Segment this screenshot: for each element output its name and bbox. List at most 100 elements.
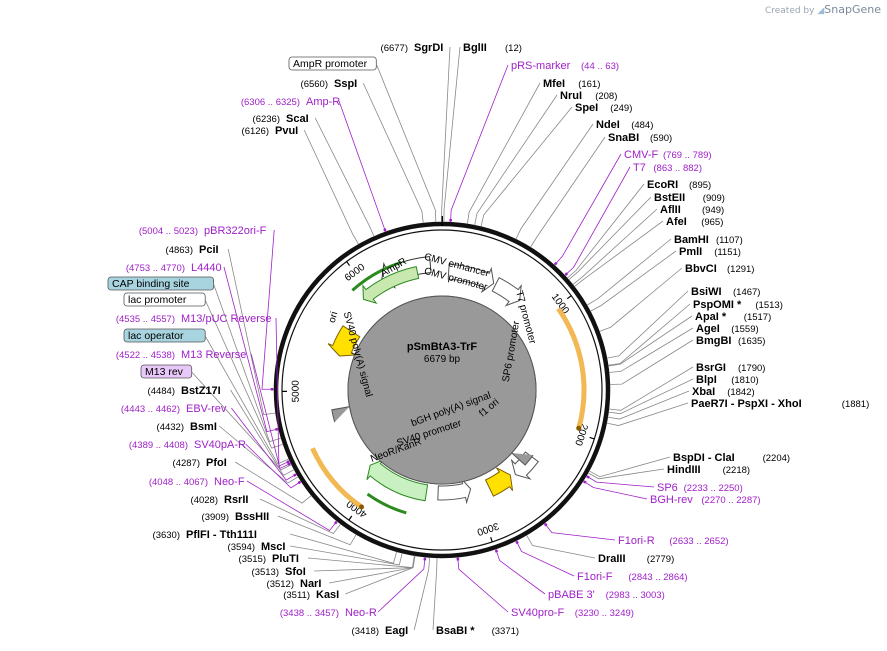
label-bsmi[interactable]: (4432)BsmI <box>157 421 299 484</box>
leader-line <box>432 557 438 631</box>
orf-arc[interactable] <box>310 447 363 510</box>
leader-line <box>245 443 302 489</box>
leader-line <box>345 555 416 595</box>
label-lac-promoter[interactable]: lac promoter <box>123 292 284 449</box>
leader-line <box>223 266 279 433</box>
label-name: pBR322ori-F <box>204 225 267 237</box>
label-bamhi[interactable]: BamHI(1107) <box>586 234 743 306</box>
label-agei[interactable]: AgeI(1559) <box>609 323 759 373</box>
label-blpi[interactable]: BlpI(1810) <box>608 374 759 415</box>
label-pspomi[interactable]: PspOMI *(1513) <box>608 299 783 366</box>
label-name: EBV-rev <box>186 403 227 415</box>
feature-label-box <box>288 56 377 71</box>
label-nrui[interactable]: NruI(208) <box>474 90 618 226</box>
label-pcii[interactable]: (4863)PciI <box>166 244 276 416</box>
leader-line <box>307 555 415 568</box>
label-sspi[interactable]: (6560)SspI <box>301 78 424 224</box>
label-pmli[interactable]: PmlI(1151) <box>590 246 741 312</box>
label-scai[interactable]: (6236)ScaI <box>253 113 375 237</box>
label-draiii[interactable]: DraIII(2779) <box>526 534 675 565</box>
label-snabi[interactable]: SnaBI(590) <box>530 132 673 248</box>
label-aflii[interactable]: AflII(949) <box>572 204 724 285</box>
label-amp-r[interactable]: (6306 .. 6325)Amp-R <box>241 96 387 232</box>
label-sv40pro-f[interactable]: SV40pro-F(3230 .. 3249) <box>456 557 634 619</box>
label-bgh-rev[interactable]: BGH-rev(2270 .. 2287) <box>583 480 761 506</box>
label-pfoi[interactable]: (4287)PfoI <box>173 457 312 504</box>
label-position: (2779) <box>647 554 674 565</box>
label-m13-puc-reverse[interactable]: (4535 .. 4557)M13/pUC Reverse <box>116 313 290 467</box>
label-position: (1291) <box>727 264 754 275</box>
label-ebv-rev[interactable]: (4443 .. 4462)EBV-rev <box>121 403 297 481</box>
label-sv40pa-r[interactable]: (4389 .. 4408)SV40pA-R <box>129 439 302 489</box>
label-name: BGH-rev <box>650 494 693 506</box>
label-bglii[interactable]: BglII(12) <box>443 42 522 223</box>
label-f1ori-r[interactable]: F1ori-R(2633 .. 2652) <box>543 522 729 547</box>
label-t7[interactable]: T7(863 .. 882) <box>564 162 702 276</box>
label-name: CMV-F <box>624 149 659 161</box>
leader-line <box>275 317 290 467</box>
label-position: (3371) <box>492 626 519 637</box>
label-pbabe3[interactable]: pBABE 3'(2983 .. 3003) <box>494 549 665 601</box>
label-f1ori-f[interactable]: F1ori-F(2843 .. 2864) <box>515 540 688 583</box>
sv40-polya-block[interactable] <box>331 295 537 485</box>
label-plutI[interactable]: (3515)PluTI <box>239 553 415 568</box>
cmv-enhancer-feature[interactable] <box>447 263 495 294</box>
label-paer7i[interactable]: PaeR7I - PspXI - XhoI(1881) <box>606 398 870 426</box>
label-sp6[interactable]: SP6(2233 .. 2250) <box>586 475 743 494</box>
label-l4440[interactable]: (4753 .. 4770)L4440 <box>126 262 279 433</box>
label-name: ApaI * <box>695 311 727 323</box>
label-name: BsmI <box>190 421 217 433</box>
leader-line <box>608 366 694 411</box>
label-spei[interactable]: SpeI(249) <box>480 102 632 227</box>
label-kasi[interactable]: (3511)KasI <box>283 555 416 601</box>
label-bbvci[interactable]: BbvCI(1291) <box>599 263 754 332</box>
feature-direction-arc <box>351 260 402 292</box>
label-position: (2843 .. 2864) <box>628 572 687 583</box>
label-position: (6677) <box>381 43 408 54</box>
label-name: MfeI <box>543 78 565 90</box>
leader-line <box>230 389 295 476</box>
label-apai[interactable]: ApaI *(1517) <box>608 311 771 367</box>
label-bspdi[interactable]: BspDI - ClaI(2204) <box>589 452 790 478</box>
label-lac-operator[interactable]: lac operator <box>123 328 289 465</box>
label-cap-binding-site[interactable]: CAP binding site <box>107 276 282 443</box>
label-bstz17i[interactable]: (4484)BstZ17I <box>148 385 295 476</box>
orf-arc[interactable] <box>556 307 587 429</box>
label-neo-r[interactable]: (3438 .. 3457)Neo-R <box>280 557 427 619</box>
label-afei[interactable]: AfeI(965) <box>574 216 723 287</box>
leader-line <box>589 456 671 478</box>
label-xbai[interactable]: XbaI(1842) <box>607 386 755 420</box>
label-bmgbi[interactable]: BmgBI(1635) <box>609 335 766 385</box>
label-prs-marker[interactable]: pRS-marker(44 .. 63) <box>449 60 619 223</box>
ori-feature[interactable] <box>327 325 361 357</box>
label-name: L4440 <box>191 262 222 274</box>
label-position: (1810) <box>731 375 758 386</box>
label-hindiii[interactable]: HindIII(2218) <box>587 464 750 480</box>
ampr-feature[interactable] <box>362 266 420 305</box>
label-bsshii[interactable]: (3909)BssHII <box>202 511 357 546</box>
label-bsabi[interactable]: BsaBI *(3371) <box>432 557 519 637</box>
label-ampr-promoter[interactable]: AmpR promoter <box>288 56 437 223</box>
label-pbr322ori-f[interactable]: (5004 .. 5023)pBR322ori-F <box>139 225 275 391</box>
label-rsrii[interactable]: (4028)RsrII <box>191 494 341 535</box>
leader-line <box>213 283 282 443</box>
label-ecori[interactable]: EcoRI(895) <box>567 179 711 279</box>
label-bsiwi[interactable]: BsiWI(1467) <box>606 286 761 359</box>
label-sgrdi[interactable]: (6677)SgrDI <box>381 42 451 223</box>
label-bsrgi[interactable]: BsrGI(1790) <box>608 362 766 411</box>
label-pvui[interactable]: (6126)PvuI <box>242 125 359 245</box>
label-cmv-f[interactable]: CMV-F(769 .. 789) <box>553 149 712 266</box>
label-ndei[interactable]: NdeI(484) <box>515 119 654 240</box>
label-bsteii[interactable]: BstEII(909) <box>568 192 725 281</box>
label-pflfi[interactable]: (3630)PflFI - Tth111I <box>153 529 398 564</box>
label-msci[interactable]: (3594)MscI <box>228 541 403 566</box>
label-eagi[interactable]: (3418)EagI <box>352 557 431 637</box>
label-m13-rev[interactable]: M13 rev <box>140 364 292 471</box>
label-neo-f[interactable]: (4048 .. 4067)Neo-F <box>149 476 338 532</box>
label-m13-reverse[interactable]: (4522 .. 4538)M13 Reverse <box>116 349 291 470</box>
neor-kanr-feature[interactable] <box>366 459 429 502</box>
f1-ori-feature[interactable] <box>484 467 514 497</box>
cmv-promoter-feature[interactable] <box>491 277 522 307</box>
label-name: M13 Reverse <box>181 349 246 361</box>
label-mfei[interactable]: MfeI(161) <box>466 78 600 224</box>
